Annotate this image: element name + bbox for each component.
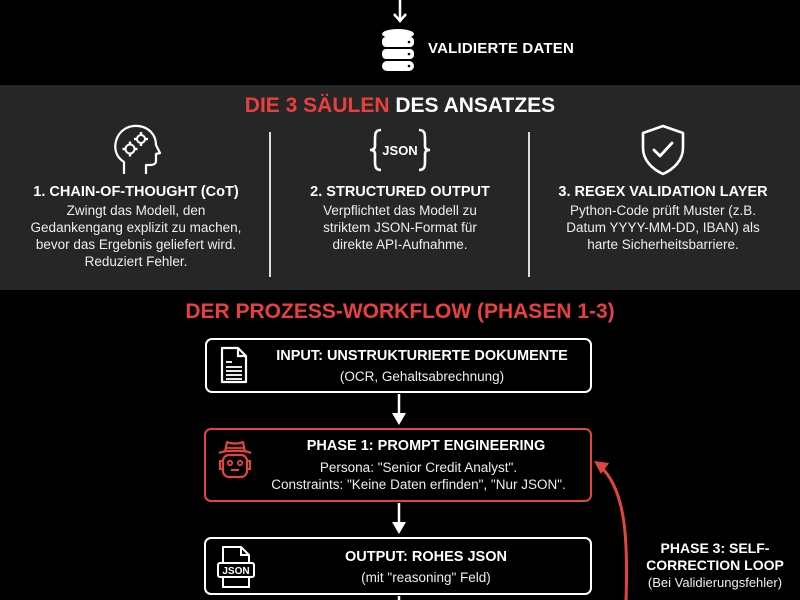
pillar-divider xyxy=(528,132,530,277)
pillar-title: 2. STRUCTURED OUTPUT xyxy=(310,184,490,200)
head-gears-icon xyxy=(114,124,162,174)
pillars-title: DIE 3 SÄULEN DES ANSATZES xyxy=(0,94,800,118)
step-title: INPUT: UNSTRUKTURIERTE DOKUMENTE xyxy=(276,348,568,364)
shield-check-icon xyxy=(641,124,685,176)
arrow-down-icon xyxy=(392,394,406,425)
pillar-title: 1. CHAIN-OF-THOUGHT (CoT) xyxy=(33,184,239,200)
database-icon xyxy=(382,29,414,71)
pillars-section xyxy=(0,85,800,290)
pillar-description: Zwingt das Modell, den Gedankengang expl… xyxy=(30,203,242,269)
step-description: Persona: "Senior Credit Analyst". Constr… xyxy=(271,460,566,492)
loop-title: PHASE 3: SELF- CORRECTION LOOP xyxy=(646,540,784,573)
self-correction-loop-label: PHASE 3: SELF- CORRECTION LOOP (Bei Vali… xyxy=(630,540,800,591)
step-title: PHASE 1: PROMPT ENGINEERING xyxy=(306,438,546,454)
arrow-down-icon xyxy=(392,503,406,534)
pillar-title: 3. REGEX VALIDATION LAYER xyxy=(558,184,768,200)
workflow-title: DER PROZESS-WORKFLOW (PHASEN 1-3) xyxy=(185,300,615,323)
svg-text:JSON: JSON xyxy=(382,143,417,158)
pillar-regex-validation: 3. REGEX VALIDATION LAYER Python-Code pr… xyxy=(532,122,794,253)
loop-description: (Bei Validierungsfehler) xyxy=(647,575,783,590)
validated-data-label: VALIDIERTE DATEN xyxy=(428,40,574,57)
json-file-icon: JSON xyxy=(217,546,255,588)
document-icon xyxy=(220,346,248,384)
workflow-step-input: INPUT: UNSTRUKTURIERTE DOKUMENTE (OCR, G… xyxy=(205,338,592,393)
step-description: (OCR, Gehaltsabrechnung) xyxy=(339,369,505,384)
workflow-step-phase-1: PHASE 1: PROMPT ENGINEERING Persona: "Se… xyxy=(204,428,592,502)
pillars-title-rest: DES ANSATZES xyxy=(389,94,556,117)
step-description: (mit "reasoning" Feld) xyxy=(361,570,491,585)
workflow-step-output: JSON OUTPUT: ROHES JSON (mit "reasoning"… xyxy=(204,537,592,595)
loop-arrow-icon xyxy=(594,461,629,600)
pillar-structured-output: JSON 2. STRUCTURED OUTPUT Verpflichtet d… xyxy=(275,122,525,253)
pillar-description: Verpflichtet das Modell zu striktem JSON… xyxy=(323,203,477,252)
pillar-divider xyxy=(269,132,271,277)
step-title: OUTPUT: ROHES JSON xyxy=(345,549,507,565)
pillars-title-highlight: DIE 3 SÄULEN xyxy=(244,94,390,117)
arrow-down-icon xyxy=(393,0,407,23)
pillar-description: Python-Code prüft Muster (z.B. Datum YYY… xyxy=(566,203,760,252)
pillar-chain-of-thought: 1. CHAIN-OF-THOUGHT (CoT) Zwingt das Mod… xyxy=(5,122,267,270)
svg-text:JSON: JSON xyxy=(222,566,249,577)
json-braces-icon: JSON xyxy=(369,128,431,172)
robot-hat-icon xyxy=(218,440,252,479)
